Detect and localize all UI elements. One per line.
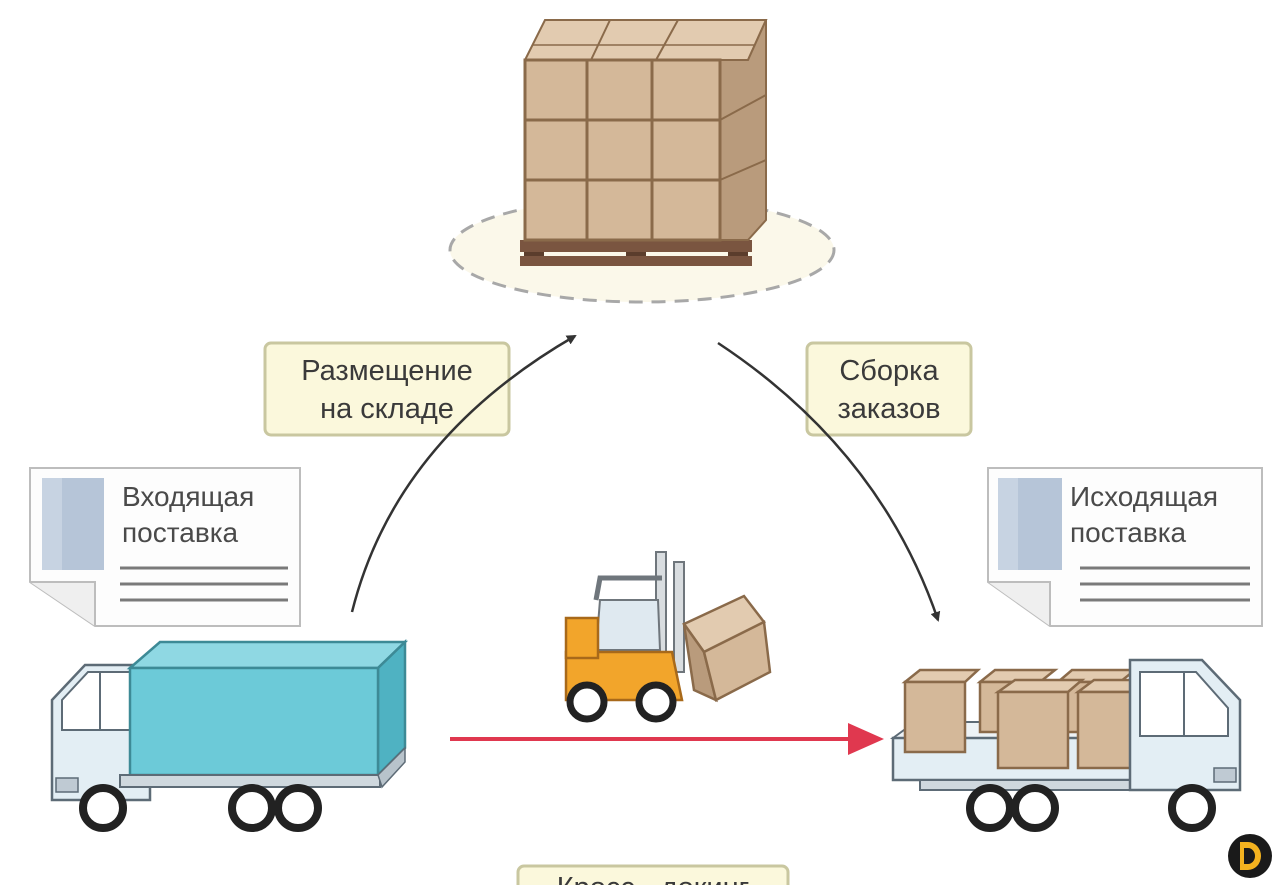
document-icon — [29, 467, 301, 627]
placement-arrow — [350, 334, 577, 613]
picking-arrow — [717, 341, 941, 622]
incoming-truck-icon — [50, 639, 409, 832]
cross-docking-arrow — [450, 723, 884, 755]
incoming-document-subtitle: поставка — [122, 517, 239, 548]
logo-icon — [1228, 834, 1272, 878]
placement-label-line2: на складе — [320, 393, 454, 425]
incoming-document-title: Входящая — [122, 481, 254, 512]
picking-label-line2: заказов — [837, 393, 940, 425]
pallet-icon — [448, 19, 836, 304]
picking-label-line1: Сборка — [839, 355, 939, 387]
cross-docking-label-text: Кросс - докинг — [557, 872, 749, 885]
incoming-document: Входящая поставка — [29, 467, 301, 627]
document-icon — [987, 467, 1263, 627]
outgoing-truck-icon — [889, 658, 1242, 832]
outgoing-document: Исходящая поставка — [987, 467, 1263, 627]
cross-docking-label: Кросс - докинг — [516, 864, 790, 885]
picking-label: Сборка заказов — [805, 341, 973, 437]
outgoing-document-title: Исходящая — [1070, 481, 1218, 512]
outgoing-document-subtitle: поставка — [1070, 517, 1187, 548]
placement-label-line1: Размещение — [301, 355, 473, 387]
forklift-icon — [564, 551, 772, 723]
placement-label: Размещение на складе — [263, 341, 511, 437]
